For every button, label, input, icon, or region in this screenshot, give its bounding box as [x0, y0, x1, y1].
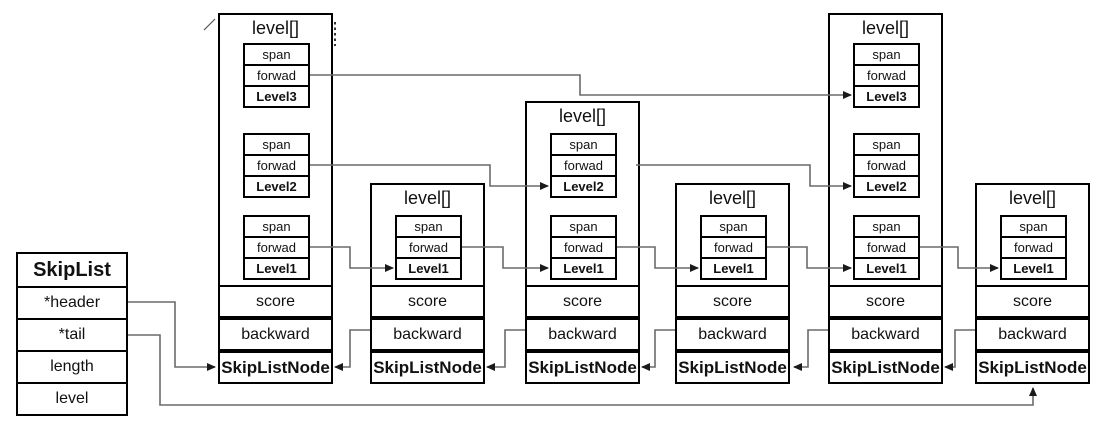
span-cell: span [243, 133, 310, 156]
forward-cell: forwad [395, 236, 462, 259]
span-cell: span [243, 43, 310, 66]
levels-array-title: level[] [251, 18, 300, 38]
span-cell: span [853, 215, 920, 238]
skiplist-struct: SkipList *header *tail length level [16, 252, 128, 416]
forward-cell: forwad [853, 154, 920, 177]
skiplist-field-header: *header [18, 288, 126, 320]
backward-row: backward [218, 318, 333, 351]
forward-cell: forwad [550, 154, 617, 177]
levels-array-title: level[] [708, 188, 757, 208]
backward-row: backward [828, 318, 943, 351]
forward-cell: forwad [243, 154, 310, 177]
level-entry-1: span forwad Level1 [550, 215, 617, 280]
level-cell: Level1 [853, 257, 920, 280]
skiplist-struct-title: SkipList [18, 254, 126, 288]
header-node: level[] span forwad Level3 span forwad L… [218, 13, 333, 384]
span-cell: span [243, 215, 310, 238]
node-title-row: SkipListNode [525, 351, 640, 384]
node-title-row: SkipListNode [218, 351, 333, 384]
span-cell: span [1000, 215, 1067, 238]
level-cell: Level1 [550, 257, 617, 280]
edge-backward-b [486, 329, 525, 371]
node-title-row: SkipListNode [370, 351, 485, 384]
level-cell: Level3 [853, 85, 920, 108]
score-row: score [675, 285, 790, 318]
levels-array-title: level[] [558, 106, 607, 126]
forward-cell: forwad [550, 236, 617, 259]
backward-row: backward [975, 318, 1090, 351]
level-entry-2: span forwad Level2 [853, 133, 920, 198]
node-3: level[] span forwad Level2 span forwad L… [525, 101, 640, 384]
span-cell: span [395, 215, 462, 238]
node-title-row: SkipListNode [675, 351, 790, 384]
node-title-row: SkipListNode [975, 351, 1090, 384]
edge-backward-c [641, 329, 675, 371]
forward-cell: forwad [243, 64, 310, 87]
level-cell: Level1 [1000, 257, 1067, 280]
level-entry-3: span forwad Level3 [243, 43, 310, 108]
score-row: score [218, 285, 333, 318]
level-cell: Level3 [243, 85, 310, 108]
forward-cell: forwad [700, 236, 767, 259]
level-cell: Level2 [243, 175, 310, 198]
levels-array-title: level[] [861, 18, 910, 38]
forward-cell: forwad [853, 236, 920, 259]
forward-cell: forwad [243, 236, 310, 259]
edge-header-pointer [128, 301, 216, 371]
level-entry-1: span forwad Level1 [853, 215, 920, 280]
span-cell: span [853, 133, 920, 156]
levels-array-title: level[] [403, 188, 452, 208]
level-entry-2: span forwad Level2 [550, 133, 617, 198]
edge-forward-l3 [310, 74, 852, 99]
score-row: score [370, 285, 485, 318]
forward-cell: forwad [853, 64, 920, 87]
score-row: score [975, 285, 1090, 318]
span-cell: span [700, 215, 767, 238]
edge-backward-e [944, 329, 975, 371]
backward-row: backward [370, 318, 485, 351]
forward-cell: forwad [1000, 236, 1067, 259]
span-cell: span [550, 133, 617, 156]
level-cell: Level2 [853, 175, 920, 198]
node-2: level[] span forwad Level1 score backwar… [370, 183, 485, 384]
node-title-row: SkipListNode [828, 351, 943, 384]
level-entry-3: span forwad Level3 [853, 43, 920, 108]
level-cell: Level1 [700, 257, 767, 280]
backward-row: backward [675, 318, 790, 351]
node-5: level[] span forwad Level3 span forwad L… [828, 13, 943, 384]
level-cell: Level1 [395, 257, 462, 280]
skiplist-field-level: level [55, 390, 89, 407]
node-6: level[] span forwad Level1 score backwar… [975, 183, 1090, 384]
level-cell: Level1 [243, 257, 310, 280]
score-row: score [828, 285, 943, 318]
skiplist-field-length: length [18, 352, 126, 384]
backward-row: backward [525, 318, 640, 351]
stray-tick-mark [203, 18, 216, 31]
node-4: level[] span forwad Level1 score backwar… [675, 183, 790, 384]
span-cell: span [550, 215, 617, 238]
span-cell: span [853, 43, 920, 66]
level-entry-1: span forwad Level1 [243, 215, 310, 280]
edge-backward-d [793, 329, 828, 371]
levels-array-title: level[] [1008, 188, 1057, 208]
skiplist-field-tail: *tail [18, 320, 126, 352]
level-entry-1: span forwad Level1 [1000, 215, 1067, 280]
level-entry-2: span forwad Level2 [243, 133, 310, 198]
score-row: score [525, 285, 640, 318]
level-cell: Level2 [550, 175, 617, 198]
level-entry-1: span forwad Level1 [700, 215, 767, 280]
level-entry-1: span forwad Level1 [395, 215, 462, 280]
edge-backward-a [334, 329, 370, 371]
